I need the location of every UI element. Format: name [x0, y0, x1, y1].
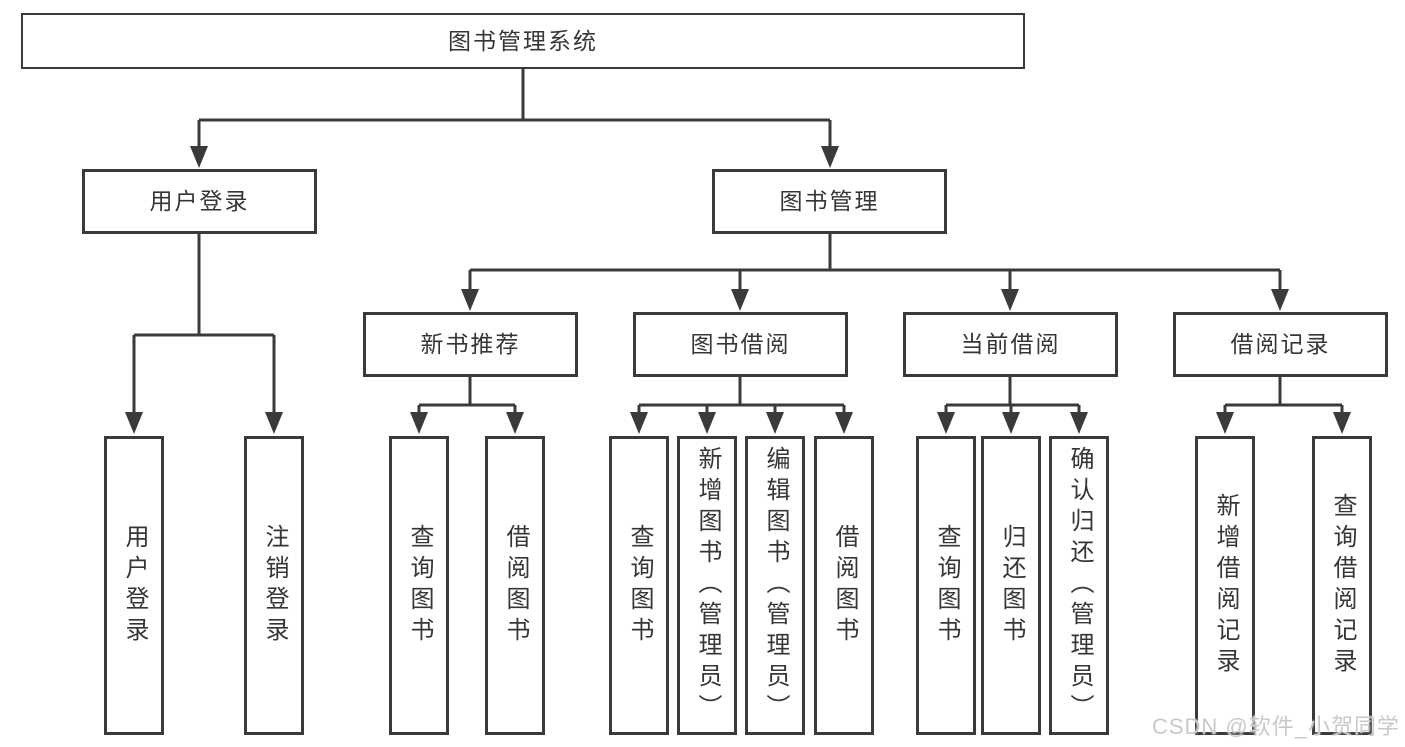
node-leaf-add-book-admin: 新增图书（管理员）	[677, 436, 737, 735]
node-leaf-return-book: 归还图书	[981, 436, 1041, 735]
node-leaf-query-book-2: 查询图书	[609, 436, 669, 735]
arrowhead-icon	[630, 412, 648, 434]
node-borrow-records: 借阅记录	[1173, 312, 1388, 377]
node-leaf-borrow-book-2: 借阅图书	[814, 436, 874, 735]
node-leaf-query-borrow-record: 查询借阅记录	[1312, 436, 1372, 735]
node-leaf-confirm-return-admin: 确认归还（管理员）	[1049, 436, 1109, 735]
node-leaf-query-book-1: 查询图书	[389, 436, 449, 735]
node-leaf-user-login: 用户登录	[104, 436, 164, 735]
node-current-borrow: 当前借阅	[903, 312, 1118, 377]
node-leaf-query-book-3: 查询图书	[916, 436, 976, 735]
arrowhead-icon	[731, 289, 749, 311]
watermark: CSDN @软件_小贺同学	[1151, 714, 1400, 739]
arrowhead-icon	[1070, 412, 1088, 434]
node-leaf-edit-book-admin: 编辑图书（管理员）	[745, 436, 805, 735]
node-book-borrow: 图书借阅	[633, 312, 848, 377]
arrowhead-icon	[1216, 412, 1234, 434]
node-leaf-add-borrow-record: 新增借阅记录	[1195, 436, 1255, 735]
node-new-book-recommend: 新书推荐	[363, 312, 578, 377]
node-user-login: 用户登录	[82, 169, 317, 234]
arrowhead-icon	[1271, 289, 1289, 311]
arrowhead-icon	[937, 412, 955, 434]
arrowhead-icon	[410, 412, 428, 434]
arrowhead-icon	[835, 412, 853, 434]
arrowhead-icon	[461, 289, 479, 311]
node-leaf-logout: 注销登录	[244, 436, 304, 735]
node-root: 图书管理系统	[21, 13, 1025, 69]
node-leaf-borrow-book-1: 借阅图书	[485, 436, 545, 735]
node-book-management: 图书管理	[712, 169, 947, 234]
arrowhead-icon	[1001, 289, 1019, 311]
arrowhead-icon	[1333, 412, 1351, 434]
arrowhead-icon	[1002, 412, 1020, 434]
arrowhead-icon	[265, 412, 283, 434]
arrowhead-icon	[190, 146, 208, 168]
arrowhead-icon	[766, 412, 784, 434]
arrowhead-icon	[821, 146, 839, 168]
connector-path	[132, 68, 1344, 416]
arrowhead-icon	[698, 412, 716, 434]
arrowhead-icon	[506, 412, 524, 434]
arrowhead-icon	[125, 412, 143, 434]
